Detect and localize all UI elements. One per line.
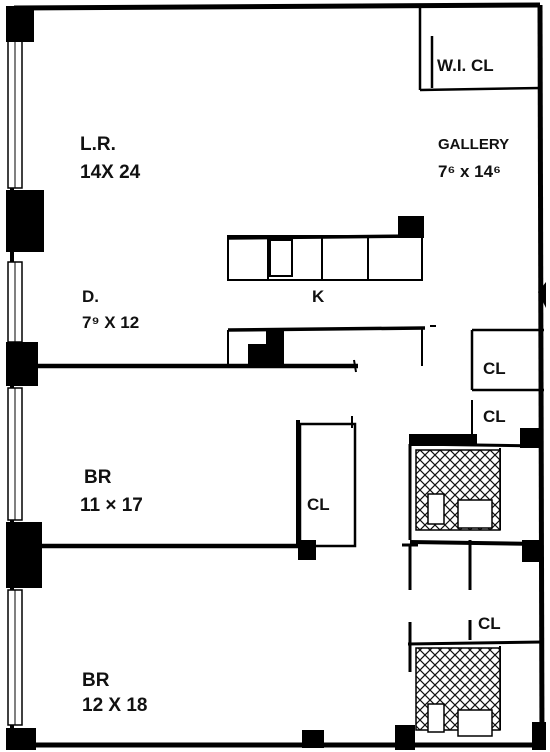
- room-label-gallery: GALLERY: [438, 136, 509, 153]
- room-label-living-room: L.R.: [80, 134, 116, 155]
- walk-in-closet-walls: [418, 8, 542, 92]
- room-label-bedroom-1: BR: [84, 467, 112, 488]
- room-dims-dining: 7⁹ X 12: [82, 313, 139, 332]
- room-dims-bedroom-1: 11 × 17: [80, 495, 143, 516]
- closet-label-3: CL: [307, 495, 330, 514]
- interior-walls: [20, 328, 544, 730]
- closet-label-4: CL: [478, 614, 501, 633]
- closet-label-walk-in: W.I. CL: [437, 56, 494, 75]
- closet-label-2: CL: [483, 407, 506, 426]
- kitchen-counters: [227, 234, 436, 366]
- room-dims-gallery: 7⁶ x 14⁶: [438, 162, 501, 181]
- bathroom-lower: [415, 647, 501, 737]
- outer-walls: [10, 2, 545, 749]
- room-label-kitchen: K: [312, 287, 325, 306]
- closet-label-1: CL: [483, 359, 506, 378]
- room-dims-living-room: 14X 24: [80, 162, 141, 183]
- room-label-bedroom-2: BR: [82, 670, 110, 691]
- room-label-dining: D.: [82, 287, 99, 306]
- room-dims-bedroom-2: 12 X 18: [82, 695, 148, 716]
- bathroom-upper: [415, 449, 501, 531]
- structural-columns: [6, 6, 546, 750]
